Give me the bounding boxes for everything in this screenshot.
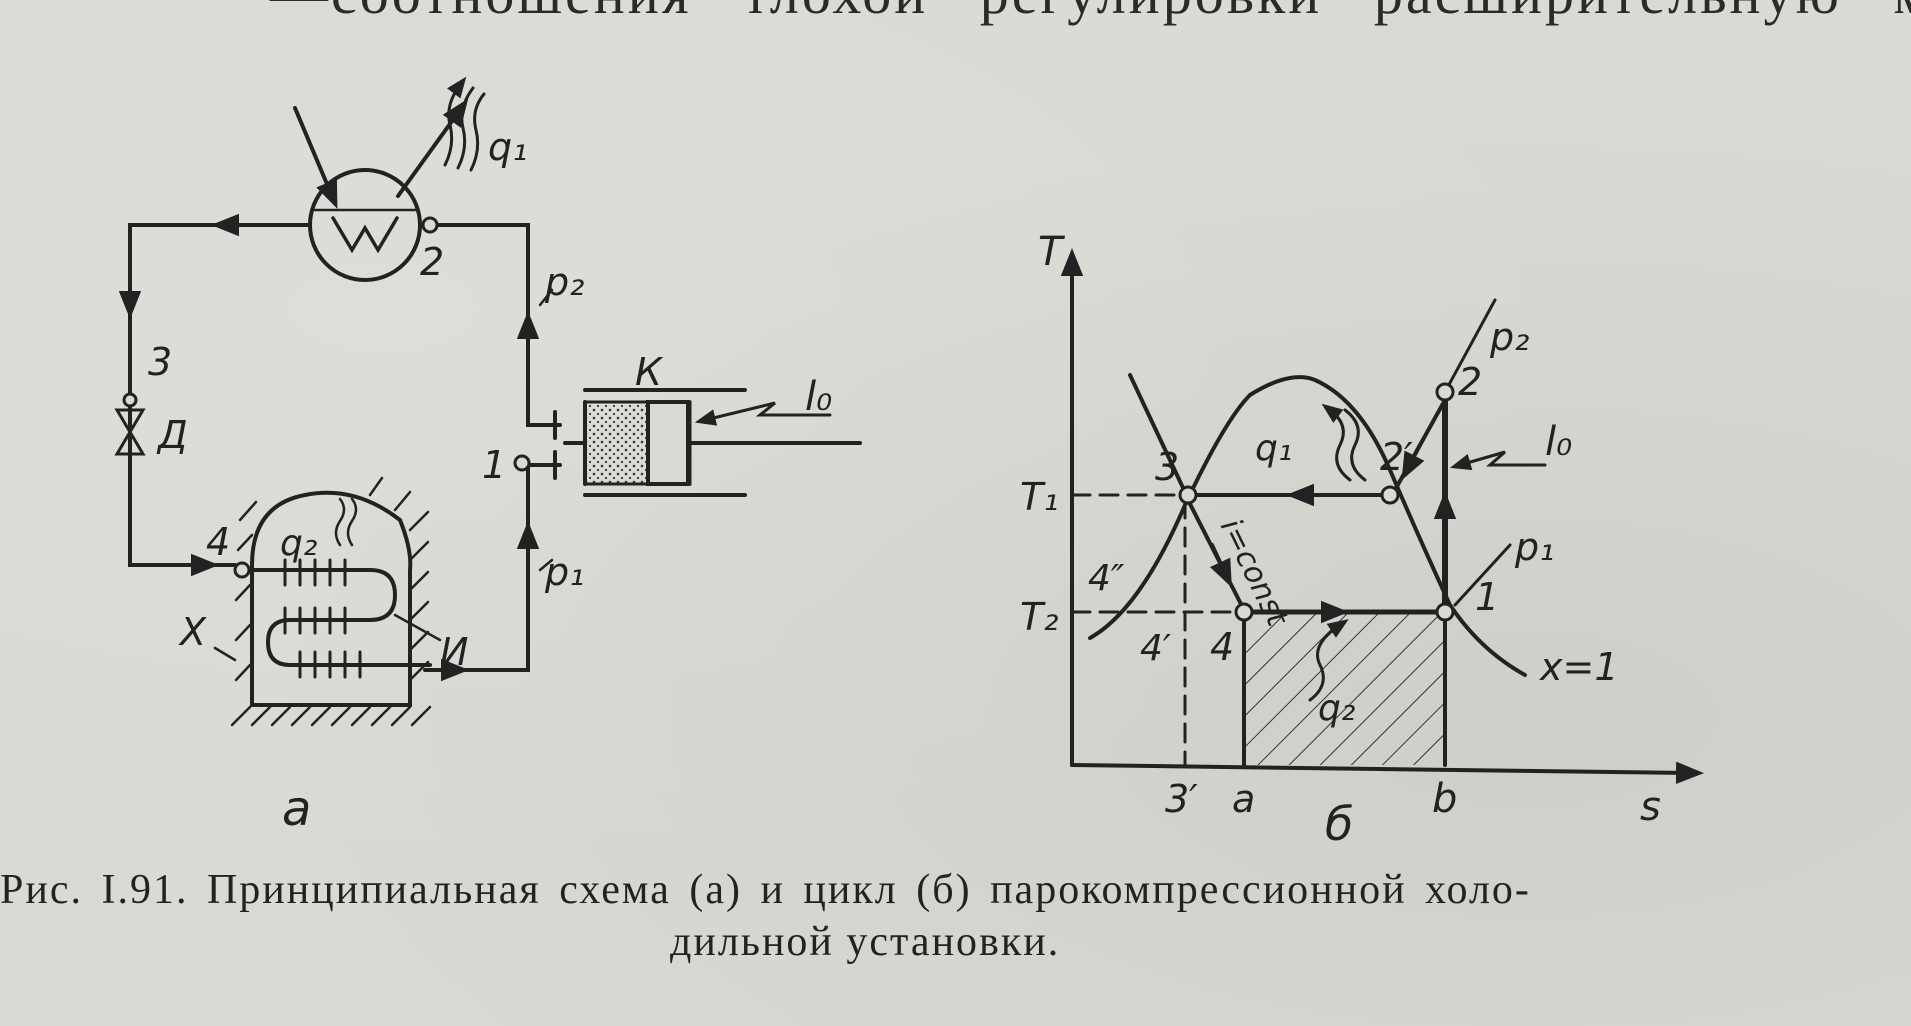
label-pt2prime: 2′: [1380, 435, 1413, 479]
panel-label-a: а: [282, 781, 311, 837]
evaporator: [230, 476, 432, 727]
axis-s-label: s: [1640, 784, 1661, 830]
work-input-arrow-ts: [1449, 450, 1547, 471]
schematic-labels: q₁ p₂ p₁ К l₀ 1 2 3 4 Д q₂ Х И а: [148, 125, 832, 837]
label-k: К: [635, 350, 664, 394]
throttle-valve: [114, 408, 146, 456]
ts-labels: T s T₁ T₂ p₂ p₁ l₀ q₁ q₂ i=const x=1 2 2…: [1020, 229, 1661, 851]
point-1: [1435, 602, 1455, 622]
leader-x: [213, 646, 237, 662]
label-p1-ts: p₁: [1514, 525, 1554, 569]
label-node-1: 1: [482, 443, 506, 487]
axis-s: [1070, 761, 1704, 785]
label-p2: p₂: [544, 260, 584, 304]
water-in-arrow: [293, 106, 338, 209]
label-pt4dprime: 4″: [1088, 558, 1125, 599]
label-pt4prime: 4′: [1140, 628, 1171, 669]
label-l0: l₀: [805, 374, 832, 420]
point-2: [1435, 382, 1455, 402]
label-p2-ts: p₂: [1489, 315, 1529, 359]
isobar-p2-left: [1128, 373, 1187, 494]
cut-off-text-line: —соотношения тлохой регулировки расширит…: [270, 0, 1911, 27]
label-sb: b: [1432, 776, 1457, 822]
label-i: И: [440, 630, 468, 674]
node-4: [233, 561, 251, 579]
label-q2: q₂: [280, 523, 317, 564]
label-x: Х: [178, 610, 207, 654]
label-pt4: 4: [1210, 625, 1234, 669]
ts-diagram: [1060, 248, 1704, 785]
leader-p1: [538, 558, 554, 572]
point-4: [1234, 602, 1254, 622]
label-p1: p₁: [544, 550, 584, 594]
compressor: [553, 388, 862, 497]
label-pt2: 2: [1458, 360, 1482, 404]
axis-t-label: T: [1038, 229, 1066, 275]
label-sa: a: [1232, 777, 1255, 821]
label-pt3: 3: [1155, 445, 1179, 489]
isobar-p1: [1453, 543, 1512, 607]
label-l0-ts: l₀: [1545, 419, 1572, 465]
node-3: [122, 392, 138, 408]
point-3: [1178, 485, 1198, 505]
heat-out-q1-wave: [1321, 403, 1352, 482]
caption-line-2: дильной установки.: [670, 919, 1061, 965]
label-d: Д: [156, 413, 188, 457]
caption-line-1: Рис. I.91. Принципиальная схема (а) и ци…: [0, 867, 1531, 913]
label-t2: T₂: [1020, 595, 1058, 639]
heat-out-wave-3: [469, 92, 486, 172]
leader-p2: [538, 288, 554, 307]
desuperheat-arrow: [1401, 443, 1425, 481]
leader-i: [393, 613, 442, 642]
point-2prime: [1380, 485, 1400, 505]
throttling-arrow: [1209, 543, 1232, 588]
isobar-p2-right: [1443, 298, 1497, 394]
label-q2-ts: q₂: [1318, 688, 1355, 729]
label-x1: x=1: [1539, 645, 1619, 689]
label-node-4: 4: [206, 520, 230, 564]
panel-label-b: б: [1325, 797, 1353, 851]
heat-out-q1-wave-2: [1343, 408, 1367, 482]
label-pt1: 1: [1475, 575, 1499, 619]
label-node-3: 3: [148, 340, 172, 384]
label-q1: q₁: [488, 125, 527, 169]
node-2: [421, 216, 439, 234]
heat-out-wave: [443, 76, 467, 167]
node-1: [513, 454, 531, 472]
heat-out-wave-2: [456, 86, 475, 170]
pipe-left-loop: [128, 223, 312, 567]
label-node-2: 2: [420, 240, 444, 284]
label-q1-ts: q₁: [1255, 428, 1292, 469]
schematic-diagram: [114, 76, 862, 727]
heat-in-q2-wave: [1308, 619, 1349, 702]
work-input-arrow: [694, 401, 832, 426]
label-s3prime: 3′: [1165, 777, 1198, 821]
label-t1: T₁: [1020, 475, 1058, 519]
